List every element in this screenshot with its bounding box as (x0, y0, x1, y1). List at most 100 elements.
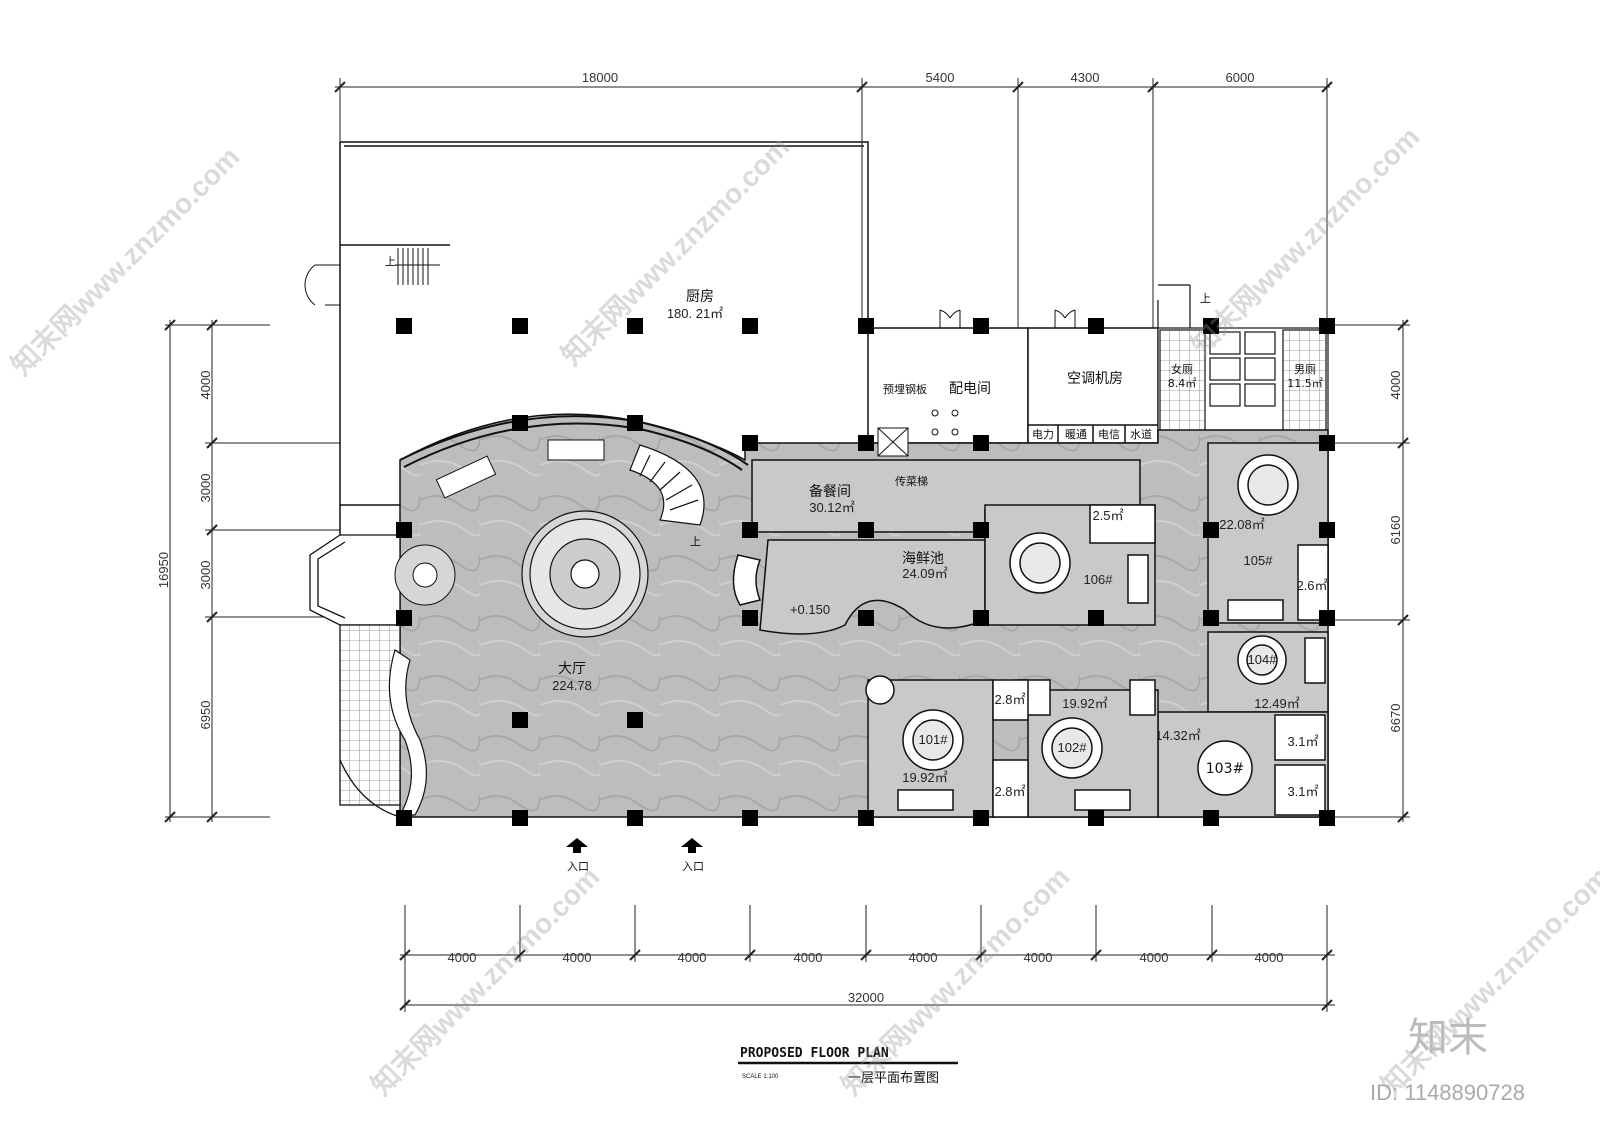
doors-upper[interactable] (939, 309, 1076, 328)
shaft-water: 水道 (1130, 427, 1152, 441)
dim-top-2: 5400 (926, 70, 955, 85)
room-104-name: 104# (1248, 652, 1278, 667)
entrance-arrow-2 (681, 838, 703, 853)
dim-bottom-7: 4000 (1140, 950, 1169, 965)
room-103 (1157, 711, 1329, 818)
power-room-note: 预埋钢板 (883, 382, 927, 396)
drawing-title: PROPOSED FLOOR PLAN (740, 1046, 889, 1061)
drawing-scale: SCALE 1:100 (742, 1074, 779, 1080)
dimension-top (334, 78, 1333, 330)
women-area: 8.4㎡ (1168, 377, 1197, 390)
dim-top-3: 4300 (1071, 70, 1100, 85)
spiral-stair[interactable] (629, 444, 705, 526)
medallion-bay (394, 544, 456, 606)
restrooms (1157, 284, 1329, 444)
columns (396, 318, 1335, 826)
power-room-name: 配电间 (949, 381, 991, 397)
pantry-area: 30.12㎡ (809, 500, 855, 515)
room-101-bath-1: 2.8㎡ (994, 692, 1025, 707)
kitchen-area-value: 180. 21㎡ (667, 306, 723, 321)
dim-left-1: 4000 (198, 371, 213, 400)
dim-bottom-4: 4000 (794, 950, 823, 965)
entrance-label-1: 入口 (567, 860, 589, 873)
shaft-power: 电力 (1032, 428, 1054, 441)
id-label: ID: 1148890728 (1370, 1080, 1525, 1105)
entrance-label-2: 入口 (682, 860, 704, 873)
women-name: 女厕 (1171, 362, 1193, 376)
room-102-name: 102# (1058, 740, 1088, 755)
room-101 (865, 675, 1029, 818)
lobby-sofa-2 (435, 455, 497, 499)
ac-room-name: 空调机房 (1067, 371, 1123, 387)
dim-right-1: 4000 (1388, 371, 1403, 400)
kitchen-door[interactable] (304, 264, 340, 306)
shaft-hvac: 暖通 (1065, 428, 1087, 441)
dim-left-3: 3000 (198, 561, 213, 590)
room-105 (1207, 442, 1329, 624)
room-105-bath: 2.6㎡ (1296, 578, 1327, 593)
bay-window (309, 534, 401, 818)
dimension-left (164, 319, 340, 823)
level-mark: +0.150 (790, 602, 830, 617)
room-101-name: 101# (919, 732, 949, 747)
dim-bottom-3: 4000 (678, 950, 707, 965)
room-104-area: 12.49㎡ (1254, 696, 1300, 711)
dumbwaiter-name: 传菜梯 (895, 475, 928, 488)
entrance-arrow-1 (566, 838, 588, 853)
dim-left-total: 16950 (156, 552, 171, 588)
dim-bottom-total: 32000 (848, 990, 884, 1005)
dumbwaiter-cross (877, 427, 909, 457)
room-103-area: 14.32㎡ (1155, 728, 1201, 743)
embedded-plates (931, 409, 959, 436)
dim-bottom-5: 4000 (909, 950, 938, 965)
dim-bottom-2: 4000 (563, 950, 592, 965)
pantry-name: 备餐间 (809, 483, 851, 500)
dim-bottom-8: 4000 (1255, 950, 1284, 965)
spiral-stair-up: 上 (690, 535, 701, 548)
restroom-stair-up: 上 (1200, 292, 1211, 305)
lobby-area: 224.78 (552, 678, 592, 693)
men-name: 男厕 (1294, 363, 1316, 376)
kitchen-stair (395, 248, 440, 285)
room-101-area: 19.92㎡ (902, 770, 948, 785)
room-105-area: 22.08㎡ (1219, 517, 1265, 532)
dim-bottom-6: 4000 (1024, 950, 1053, 965)
seafood-room (732, 539, 986, 635)
room-103-bath-2: 3.1㎡ (1287, 784, 1318, 799)
room-103-name: 103# (1206, 761, 1244, 777)
dim-top-1: 18000 (582, 70, 618, 85)
dimension-bottom (399, 905, 1335, 1012)
men-area: 11.5㎡ (1287, 377, 1323, 390)
dim-left-4: 6950 (198, 701, 213, 730)
seafood-name: 海鲜池 (902, 551, 944, 567)
room-106-name: 106# (1084, 572, 1114, 587)
dim-bottom-1: 4000 (448, 950, 477, 965)
room-105-name: 105# (1244, 553, 1274, 568)
room-104 (1207, 631, 1329, 713)
dim-right-3: 6670 (1388, 704, 1403, 733)
dim-left-2: 3000 (198, 474, 213, 503)
dimension-right (1330, 319, 1410, 823)
kitchen-name: 厨房 (686, 289, 714, 305)
ac-room (1027, 327, 1159, 444)
power-room (867, 327, 1029, 444)
floor-medallion (521, 510, 649, 638)
dim-right-2: 6160 (1388, 516, 1403, 545)
room-106-bath: 2.5㎡ (1092, 508, 1123, 523)
lobby-sofa-1 (547, 439, 605, 461)
seafood-area: 24.09㎡ (902, 566, 948, 581)
drawing-subtitle: 一层平面布置图 (848, 1071, 940, 1086)
wave-bench (388, 649, 428, 816)
brand-logo: 知末 (1408, 1015, 1488, 1061)
room-102-area: 19.92㎡ (1062, 696, 1108, 711)
lobby-name: 大厅 (558, 661, 586, 677)
dim-top-4: 6000 (1226, 70, 1255, 85)
kitchen-stair-up: 上 (385, 255, 396, 268)
room-101-bath-2: 2.8㎡ (994, 784, 1025, 799)
shaft-telecom: 电信 (1098, 428, 1120, 441)
room-103-bath-1: 3.1㎡ (1287, 734, 1318, 749)
kitchen-area (339, 141, 869, 535)
room-106 (984, 504, 1156, 626)
lobby-walls (399, 415, 749, 471)
